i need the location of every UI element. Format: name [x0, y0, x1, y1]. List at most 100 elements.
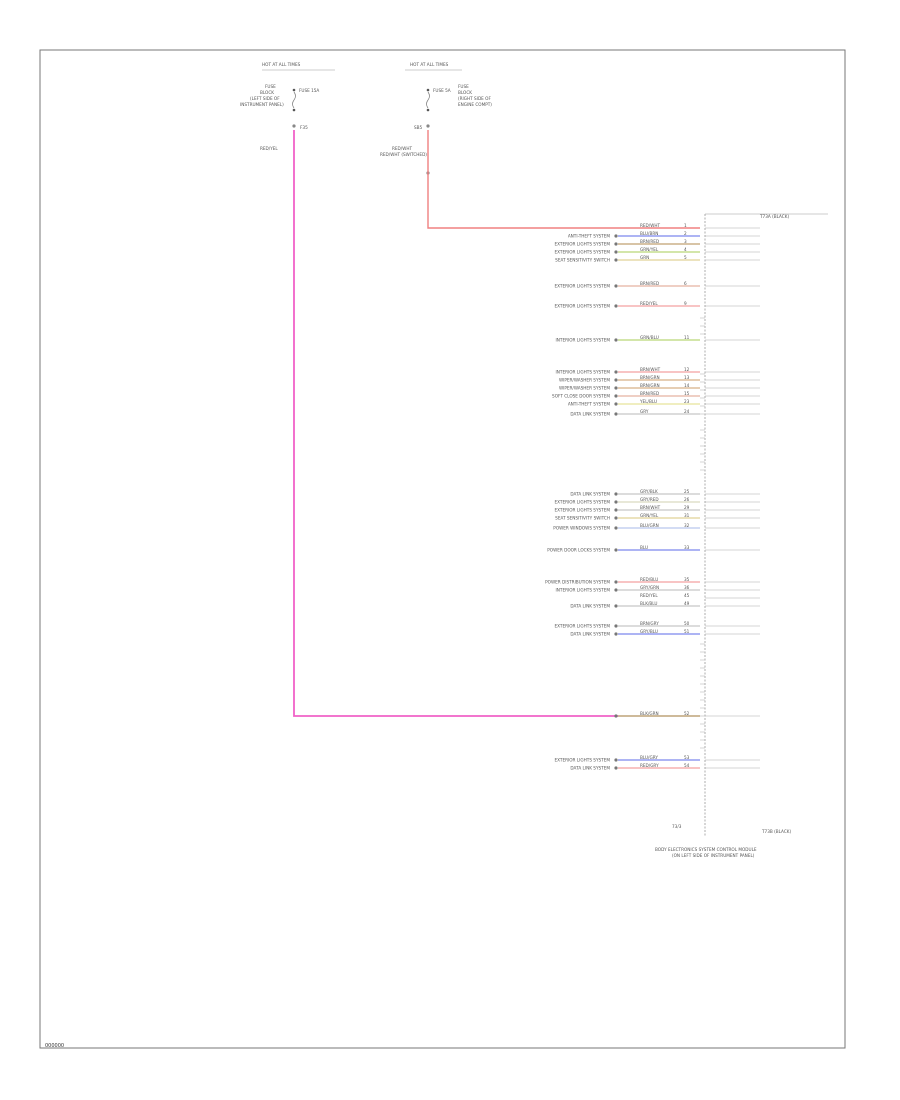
destination-label: EXTERIOR LIGHTS SYSTEM [554, 624, 610, 629]
wire-color-label: GRY/BLU [640, 629, 658, 634]
arrow-terminal-icon [614, 548, 618, 552]
bottom-connector-label: T73B (BLACK) [761, 829, 791, 834]
wire-color-label: BRN/RED [640, 281, 659, 286]
destination-label: EXTERIOR LIGHTS SYSTEM [554, 250, 610, 255]
pin-number: 1 [684, 223, 687, 228]
arrow-terminal-icon [614, 378, 618, 382]
destination-label: INTERIOR LIGHTS SYSTEM [556, 338, 611, 343]
pin-number: 14 [684, 383, 690, 388]
pin-number: 49 [684, 601, 690, 606]
fuse-block-2-desc-2: (RIGHT SIDE OF [458, 96, 491, 101]
top-connector-label: T73A (BLACK) [759, 214, 789, 219]
pin-number: 35 [684, 577, 690, 582]
ground-label: 73/3 [672, 824, 682, 829]
pin-number: 29 [684, 505, 690, 510]
destination-label: DATA LINK SYSTEM [570, 632, 610, 637]
wire-color-label: RED/GRY [640, 763, 659, 768]
wire-color-label: RED/WHT [640, 223, 660, 228]
pin-number: 51 [684, 629, 690, 634]
arrow-terminal-icon [614, 758, 618, 762]
fuse-block-2-wire: RED/WHT [392, 146, 412, 151]
destination-label: EXTERIOR LIGHTS SYSTEM [554, 242, 610, 247]
arrow-terminal-icon [614, 284, 618, 288]
destination-label: SEAT SENSITIVITY SWITCH [555, 258, 610, 263]
arrow-terminal-icon [614, 604, 618, 608]
wire-color-label: GRY/RED [640, 497, 659, 502]
wire-color-label: BRN/RED [640, 391, 659, 396]
pin-number: 26 [684, 497, 690, 502]
pin-number: 24 [684, 409, 690, 414]
wire-color-label: BRN/GRN [640, 375, 660, 380]
arrow-terminal-icon [614, 412, 618, 416]
fuse-block-2: HOT AT ALL TIMES FUSE 5A FUSE BLOCK (RIG… [380, 62, 492, 175]
connector-pin-icon [426, 124, 430, 128]
connector-pin-icon [292, 124, 296, 128]
pin-number: 2 [684, 231, 687, 236]
pin-number: 23 [684, 399, 690, 404]
pin-number: 13 [684, 375, 690, 380]
wire-color-label: GRY/GRN [640, 585, 659, 590]
feed-wire-pink [293, 130, 700, 717]
fuse-block-1: HOT AT ALL TIMES FUSE BLOCK (LEFT SIDE O… [240, 62, 335, 151]
fuse-block-2-fuse: FUSE 5A [433, 88, 451, 93]
destination-label: POWER WINDOWS SYSTEM [553, 526, 610, 531]
pin-number: 25 [684, 489, 690, 494]
destination-label: EXTERIOR LIGHTS SYSTEM [554, 284, 610, 289]
pin-number: 50 [684, 621, 690, 626]
pin-number: 54 [684, 763, 690, 768]
destination-label: EXTERIOR LIGHTS SYSTEM [554, 508, 610, 513]
fuse-block-1-desc-1: BLOCK [260, 90, 274, 95]
arrow-terminal-icon [614, 714, 618, 718]
wire-color-label: GRN/YEL [640, 247, 659, 252]
fuse-block-2-title: HOT AT ALL TIMES [410, 62, 449, 67]
wire-color-label: BRN/WHT [640, 505, 661, 510]
pin-number: 45 [684, 593, 690, 598]
wire-color-label: GRN [640, 255, 649, 260]
fuse-block-2-desc-1: BLOCK [458, 90, 472, 95]
destination-label: POWER DOOR LOCKS SYSTEM [547, 548, 610, 553]
arrow-terminal-icon [614, 386, 618, 390]
destination-label: EXTERIOR LIGHTS SYSTEM [554, 500, 610, 505]
arrow-terminal-icon [614, 632, 618, 636]
fuse-block-1-pin: F35 [300, 125, 308, 130]
arrow-terminal-icon [614, 492, 618, 496]
arrow-terminal-icon [614, 588, 618, 592]
wire-color-label: GRN/YEL [640, 513, 659, 518]
pin-number: 6 [684, 281, 687, 286]
arrow-terminal-icon [614, 250, 618, 254]
fuse-block-1-desc-3: INSTRUMENT PANEL) [240, 102, 284, 107]
feed-wire-red [427, 130, 700, 229]
pin-number: 15 [684, 391, 690, 396]
wire-color-label: YEL/BLU [639, 399, 657, 404]
wire-color-label: BRN/RED [640, 239, 659, 244]
module-name-1: (ON LEFT SIDE OF INSTRUMENT PANEL) [672, 853, 755, 858]
destination-label: WIPER/WASHER SYSTEM [559, 386, 610, 391]
destination-label: DATA LINK SYSTEM [570, 766, 610, 771]
pin-number: 4 [684, 247, 687, 252]
arrow-terminal-icon [614, 508, 618, 512]
arrow-terminal-icon [614, 624, 618, 628]
destination-label: WIPER/WASHER SYSTEM [559, 378, 610, 383]
module-connector: T73A (BLACK) T73B (BLACK) 73/3 BODY ELEC… [655, 213, 828, 858]
destination-label: POWER DISTRIBUTION SYSTEM [545, 580, 610, 585]
wire-color-label: BLU [640, 545, 648, 550]
pin-number: 5 [684, 255, 687, 260]
arrow-terminal-icon [614, 258, 618, 262]
pin-number: 52 [684, 711, 690, 716]
pin-number: 33 [684, 545, 690, 550]
module-name-0: BODY ELECTRONICS SYSTEM CONTROL MODULE [655, 847, 757, 852]
arrow-terminal-icon [614, 580, 618, 584]
destination-label: DATA LINK SYSTEM [570, 412, 610, 417]
arrow-terminal-icon [614, 304, 618, 308]
arrow-terminal-icon [614, 766, 618, 770]
fuse-symbol-icon [292, 91, 296, 109]
destination-label: ANTI-THEFT SYSTEM [568, 234, 611, 239]
wire-color-label: BRN/GRY [640, 621, 659, 626]
destination-label: EXTERIOR LIGHTS SYSTEM [554, 758, 610, 763]
destination-label: SOFT CLOSE DOOR SYSTEM [552, 394, 610, 399]
arrow-terminal-icon [614, 402, 618, 406]
arrow-terminal-icon [614, 500, 618, 504]
destination-label: INTERIOR LIGHTS SYSTEM [556, 588, 611, 593]
pin-number: 12 [684, 367, 690, 372]
